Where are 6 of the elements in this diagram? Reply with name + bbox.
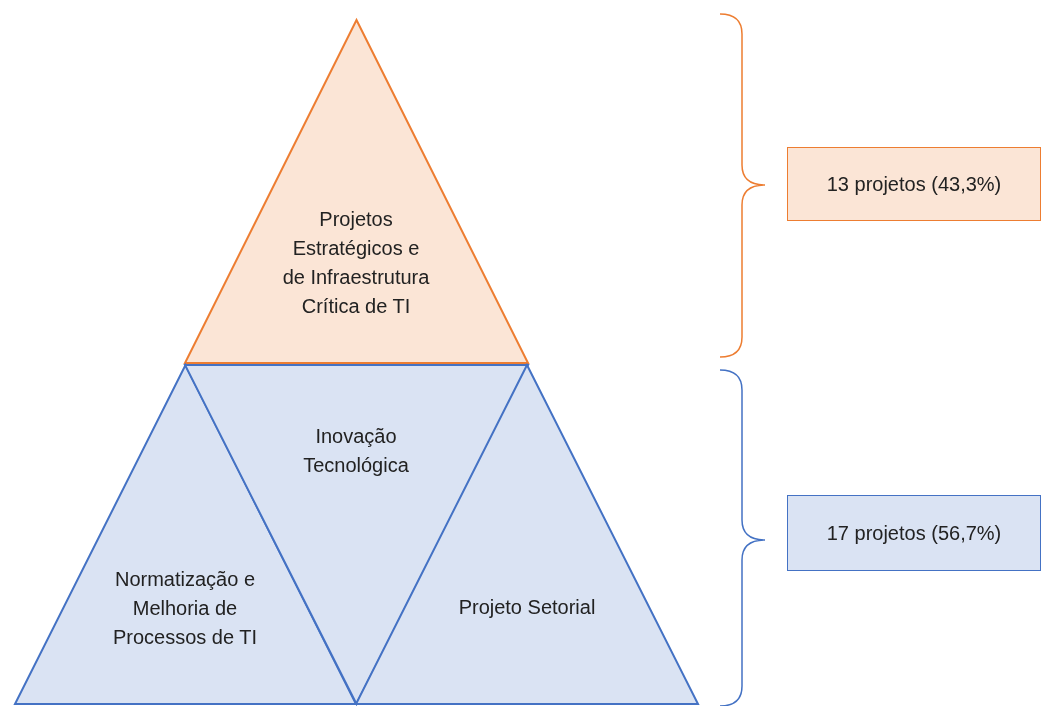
count-box: 17 projetos (56,7%) [787, 495, 1041, 571]
count-box: 13 projetos (43,3%) [787, 147, 1041, 221]
segment-label: Normatização e Melhoria de Processos de TI [111, 567, 259, 650]
segment-label: Projetos Estratégicos e de Infraestrutura Crítica de TI [281, 207, 431, 319]
segment-label: Inovação Tecnológica [302, 424, 410, 478]
segment-label: Projeto Setorial [457, 595, 597, 620]
